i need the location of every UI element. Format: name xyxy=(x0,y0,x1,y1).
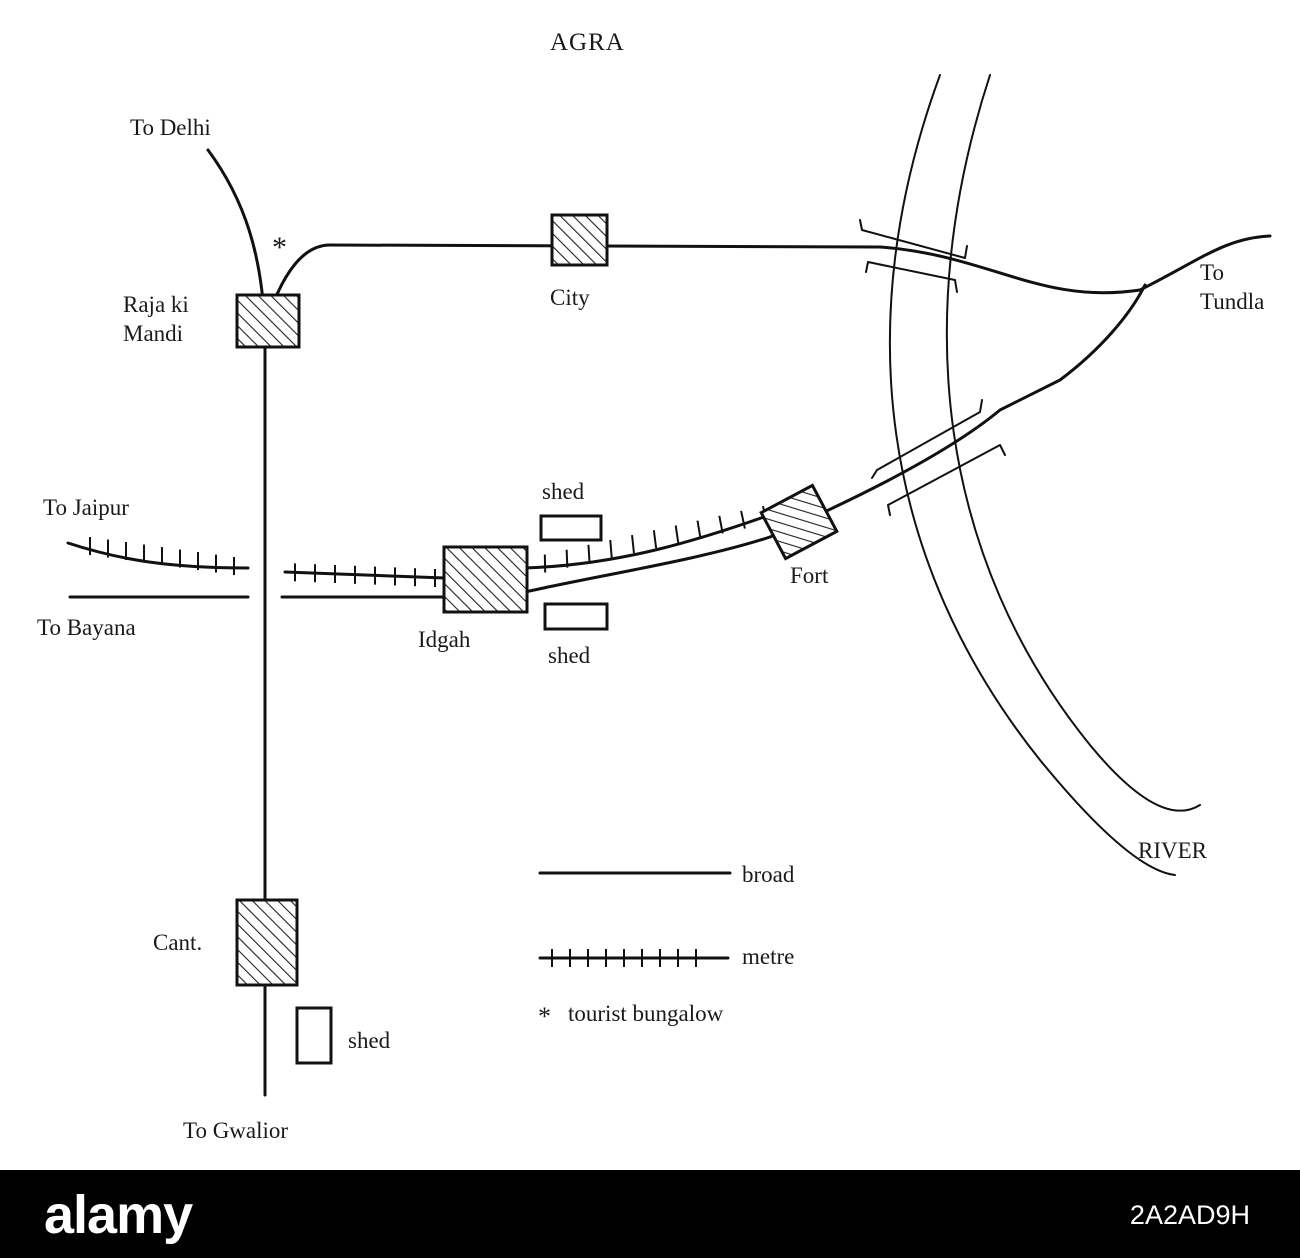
label-to-delhi: To Delhi xyxy=(130,115,211,140)
label-to-bayana: To Bayana xyxy=(37,615,136,640)
metre-tie xyxy=(565,549,569,568)
label-shed-cant: shed xyxy=(348,1028,391,1053)
shed-cant xyxy=(295,1006,333,1065)
label-to-jaipur: To Jaipur xyxy=(43,495,129,520)
legend-broad-label: broad xyxy=(742,862,795,887)
label-to-tundla-2: Tundla xyxy=(1200,289,1264,314)
station-cant xyxy=(235,898,299,987)
metre-tie xyxy=(631,535,635,554)
metre-line-jaipur-fort xyxy=(66,510,780,580)
station-fort xyxy=(759,483,839,561)
shed-lower xyxy=(543,602,609,631)
label-raja-ki-mandi-1: Raja ki xyxy=(123,292,189,317)
label-fort: Fort xyxy=(790,563,829,588)
label-river: RIVER xyxy=(1138,838,1208,863)
metre-tie xyxy=(740,510,746,529)
broad-line-bayana-tundla xyxy=(68,283,1147,599)
railway-map: AGRA * To D xyxy=(37,29,1272,1143)
metre-tie xyxy=(587,544,591,563)
river-bank-west xyxy=(888,74,1176,876)
metre-tie xyxy=(718,515,724,534)
metre-tie xyxy=(674,525,680,544)
shed-upper xyxy=(539,514,603,542)
legend-metre-ties xyxy=(551,949,697,967)
metre-tie xyxy=(609,539,613,559)
river-bank-east xyxy=(945,74,1201,812)
label-idgah: Idgah xyxy=(418,627,471,652)
label-shed-lower: shed xyxy=(548,643,591,668)
station-city xyxy=(550,213,609,267)
legend-bungalow-label: tourist bungalow xyxy=(568,1001,724,1026)
metre-tie xyxy=(652,530,658,549)
bridge-south xyxy=(871,399,1006,516)
label-city: City xyxy=(550,285,590,310)
label-raja-ki-mandi-2: Mandi xyxy=(123,321,183,346)
label-cant: Cant. xyxy=(153,930,202,955)
legend: broad metre * tourist bungalow xyxy=(538,862,795,1031)
legend-bungalow-symbol: * xyxy=(538,1002,551,1031)
map-canvas: AGRA * To D xyxy=(37,29,1272,1143)
label-to-gwalior: To Gwalior xyxy=(183,1118,288,1143)
metre-tie xyxy=(696,520,702,539)
label-shed-upper: shed xyxy=(542,479,585,504)
map-title: AGRA xyxy=(550,29,625,56)
station-raja-ki-mandi xyxy=(235,293,301,349)
tourist-bungalow-marker: * xyxy=(272,231,287,264)
watermark-bar: alamy 2A2AD9H xyxy=(0,1170,1300,1258)
watermark-logo: alamy xyxy=(44,1185,193,1245)
legend-metre-label: metre xyxy=(742,944,794,969)
station-idgah xyxy=(442,545,529,614)
label-to-tundla-1: To xyxy=(1200,260,1224,285)
bridge-north xyxy=(859,219,968,293)
broad-line-city-tundla xyxy=(268,234,1272,314)
watermark-code: 2A2AD9H xyxy=(1129,1200,1250,1230)
